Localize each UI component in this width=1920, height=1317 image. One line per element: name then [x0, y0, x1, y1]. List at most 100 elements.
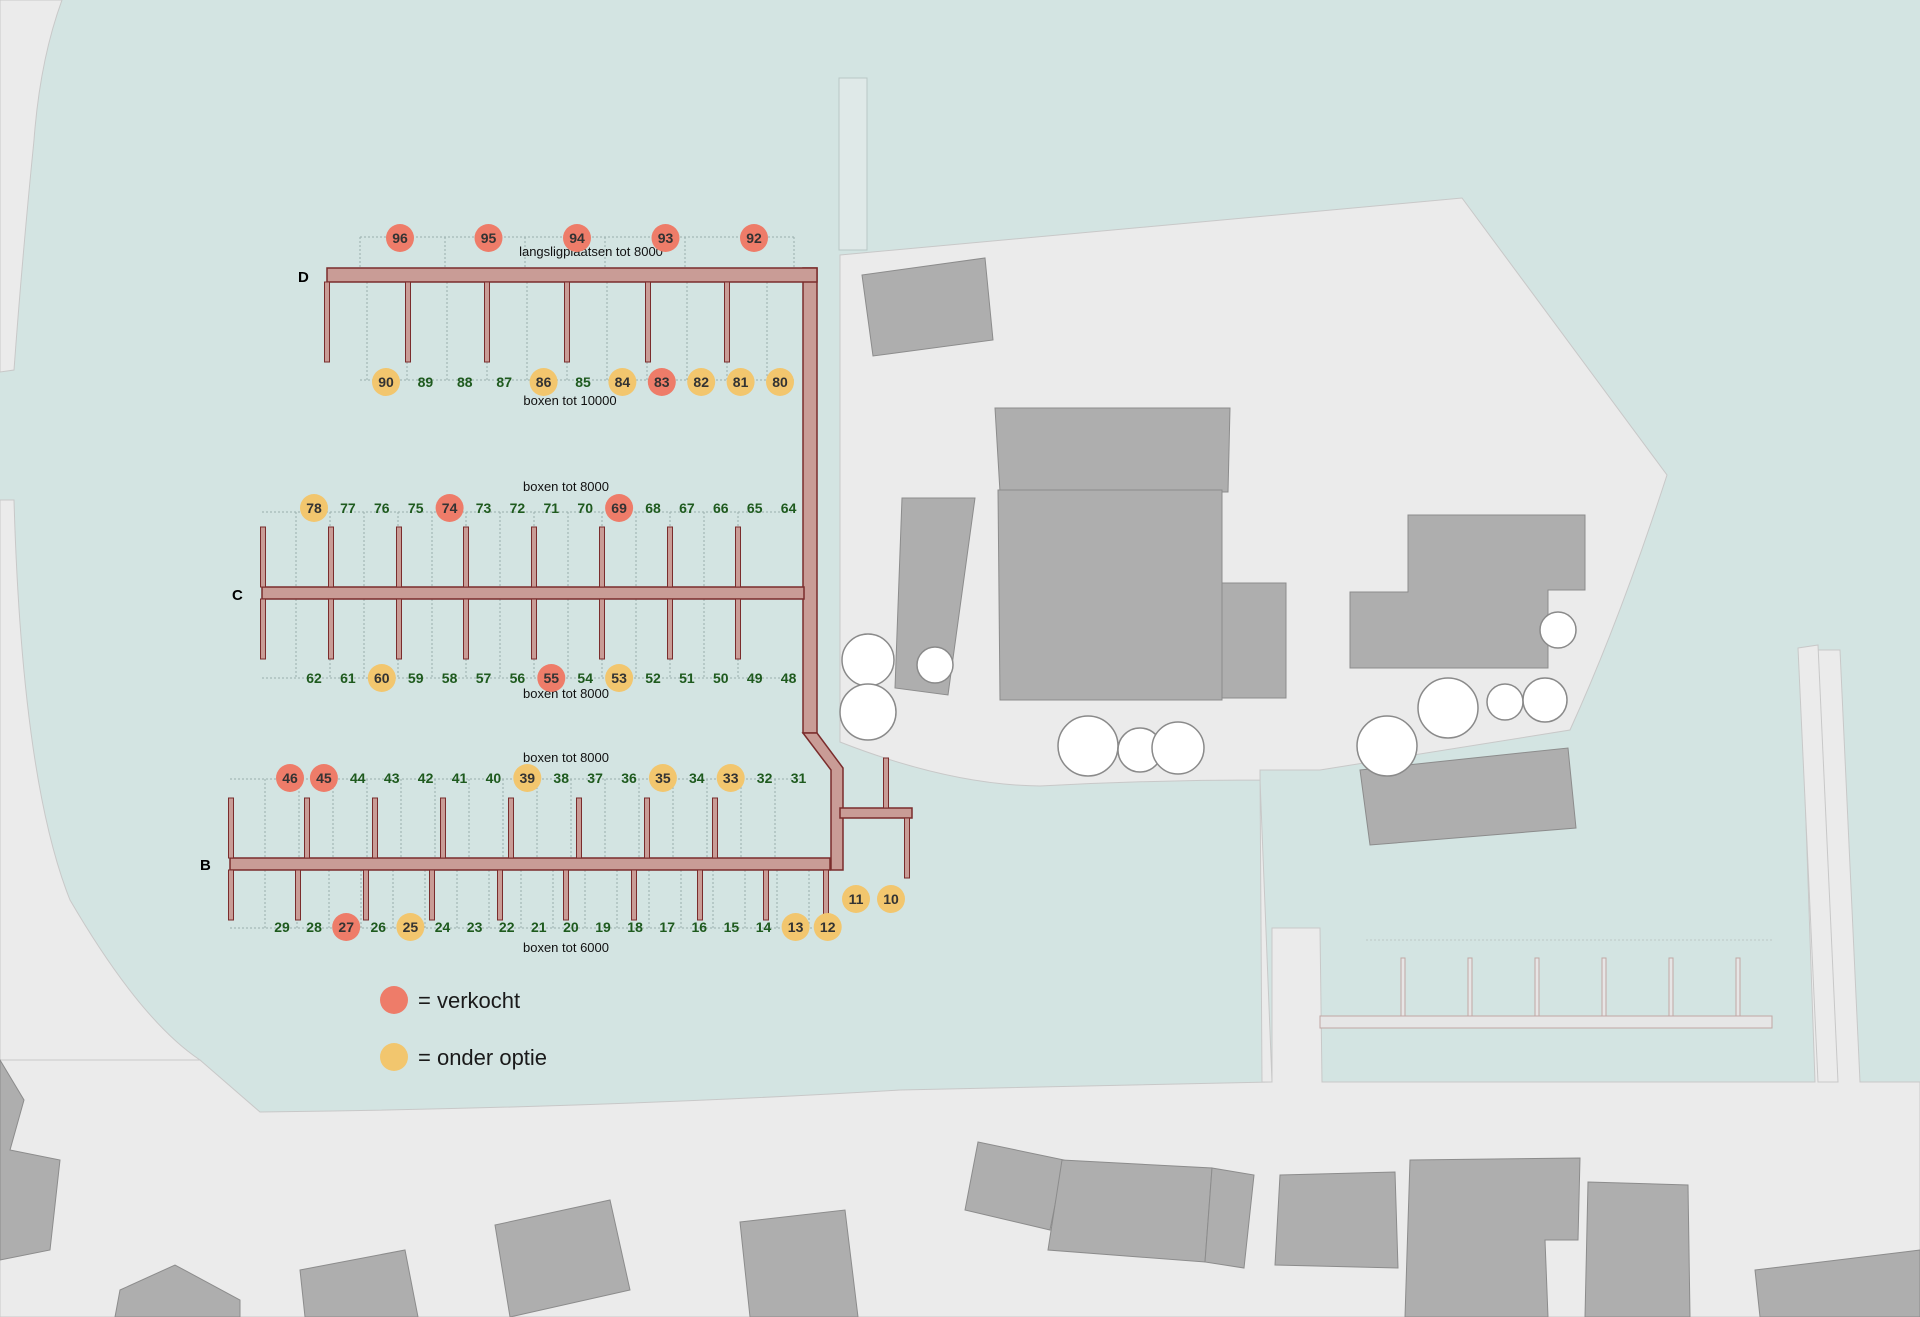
side-finger [883, 757, 889, 809]
pier-c-finger-down [531, 598, 537, 660]
legend: = verkocht = onder optie [380, 986, 547, 1071]
pier-c-finger-up [396, 526, 402, 588]
berth-number-88: 88 [457, 374, 473, 390]
berth-number-40: 40 [486, 770, 502, 786]
berth-number-44: 44 [350, 770, 366, 786]
small-marina-walkway [1319, 1015, 1773, 1029]
berth-number-22: 22 [499, 919, 515, 935]
building-7 [1359, 747, 1577, 846]
label-b-bottom: boxen tot 6000 [523, 940, 609, 955]
building-3 [997, 489, 1223, 701]
pier-b-finger-up [644, 797, 650, 859]
berth-number-62: 62 [306, 670, 322, 686]
berth-number-38: 38 [553, 770, 569, 786]
pier-c-finger-down [667, 598, 673, 660]
pier-c-finger-down [599, 598, 605, 660]
legend-sold-label: = verkocht [418, 988, 520, 1013]
pier-c-finger-down [463, 598, 469, 660]
berth-number-84: 84 [615, 374, 631, 390]
berth-marker-82 [687, 368, 716, 396]
berth-marker-53 [605, 664, 634, 692]
building-1 [861, 257, 994, 357]
pier-c-finger-up [735, 526, 741, 588]
berth-marker-33 [716, 764, 745, 792]
buildings [0, 257, 1920, 1317]
berth-number-48: 48 [781, 670, 797, 686]
berth-marker-78 [300, 494, 328, 522]
land-left-edge [0, 499, 202, 1061]
pier-c-finger-up [599, 526, 605, 588]
berth-number-49: 49 [747, 670, 763, 686]
pier-c-finger-up [531, 526, 537, 588]
pier-c-walkway [261, 586, 805, 600]
tree [841, 633, 895, 687]
pier-b-finger-down [228, 869, 234, 921]
pier-b-finger-up [372, 797, 378, 859]
berth-number-52: 52 [645, 670, 661, 686]
pier-b-finger-down [631, 869, 637, 921]
berth-number-92: 92 [746, 230, 762, 246]
tree [1356, 715, 1418, 777]
berth-number-12: 12 [820, 919, 836, 935]
pier-letter-c: C [232, 587, 243, 604]
berth-number-87: 87 [496, 374, 512, 390]
building-14 [1754, 1249, 1920, 1317]
building-2 [994, 407, 1231, 493]
building-16 [739, 1209, 859, 1317]
pier-b-finger-down [763, 869, 769, 921]
berth-number-54: 54 [577, 670, 593, 686]
building-9 [1047, 1159, 1213, 1263]
berth-number-28: 28 [306, 919, 322, 935]
pier-c-finger-down [328, 598, 334, 660]
berth-number-69: 69 [611, 500, 627, 516]
berth-number-29: 29 [274, 919, 290, 935]
pier-letter-b: B [200, 857, 211, 874]
legend-option-label: = onder optie [418, 1045, 547, 1070]
berth-number-18: 18 [627, 919, 643, 935]
berth-number-94: 94 [569, 230, 585, 246]
berth-marker-11 [842, 885, 870, 913]
berth-marker-96 [386, 224, 414, 252]
berth-number-67: 67 [679, 500, 695, 516]
berth-marker-74 [435, 494, 464, 522]
berth-marker-45 [309, 764, 338, 792]
pier-b-finger-down [295, 869, 301, 921]
berth-number-43: 43 [384, 770, 400, 786]
tree [839, 683, 897, 741]
berth-number-31: 31 [791, 770, 807, 786]
small-marina-finger [1534, 957, 1540, 1017]
pier-b-finger-down [363, 869, 369, 921]
berth-number-66: 66 [713, 500, 729, 516]
berth-number-45: 45 [316, 770, 332, 786]
berth-number-85: 85 [575, 374, 591, 390]
berth-number-19: 19 [595, 919, 611, 935]
berth-marker-69 [605, 494, 634, 522]
small-marina-finger [1668, 957, 1674, 1017]
berth-number-60: 60 [374, 670, 390, 686]
pier-c-finger-down [260, 598, 266, 660]
pier-c-finger-up [463, 526, 469, 588]
berth-number-86: 86 [536, 374, 552, 390]
tree [1151, 721, 1205, 775]
berth-number-95: 95 [481, 230, 497, 246]
berth-number-23: 23 [467, 919, 483, 935]
berth-number-55: 55 [544, 670, 560, 686]
berth-number-42: 42 [418, 770, 434, 786]
land-right-strip [1797, 644, 1839, 1083]
berth-number-73: 73 [476, 500, 492, 516]
tree [916, 646, 954, 684]
pier-d-finger [324, 281, 330, 363]
berth-marker-86 [529, 368, 558, 396]
berth-number-39: 39 [520, 770, 536, 786]
pier-b-walkway [229, 857, 831, 871]
berth-number-70: 70 [577, 500, 593, 516]
berth-number-83: 83 [654, 374, 670, 390]
pier-d-finger [484, 281, 490, 363]
piers [228, 267, 913, 921]
berth-number-82: 82 [693, 374, 709, 390]
pier-b-finger-up [576, 797, 582, 859]
berth-number-81: 81 [733, 374, 749, 390]
small-marina-finger [1467, 957, 1473, 1017]
